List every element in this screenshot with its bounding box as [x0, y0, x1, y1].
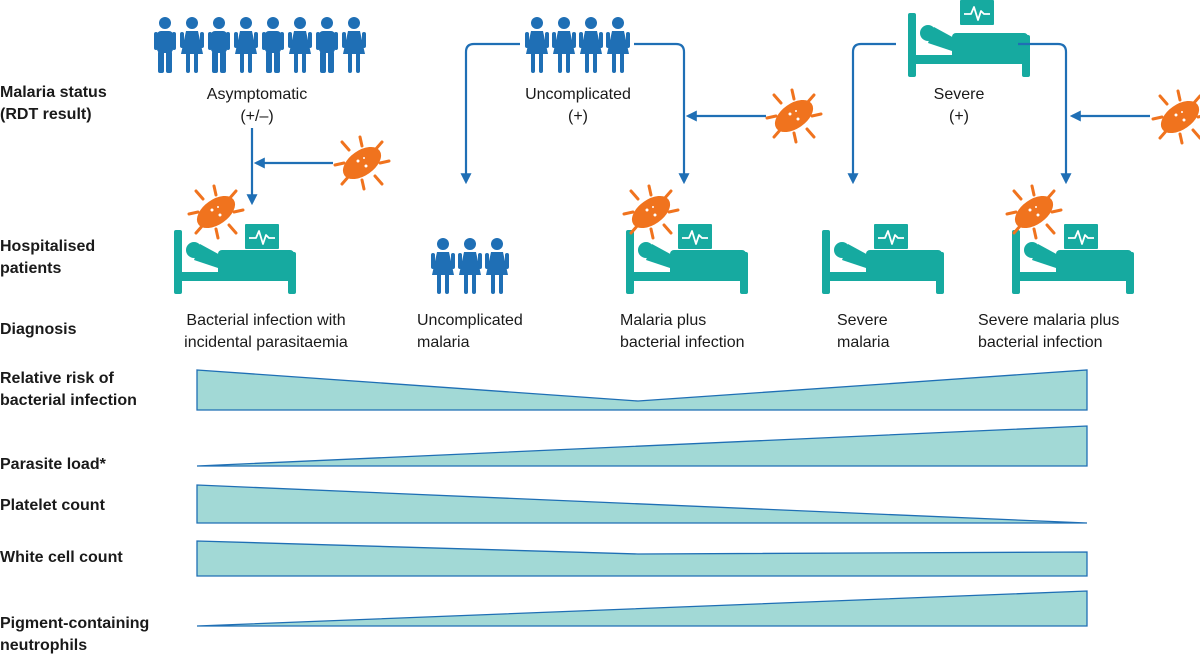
status-uncomplicated-rdt: (+): [568, 108, 588, 125]
diagnosis-line2: bacterial infection: [978, 334, 1103, 351]
bacterium-icon-uncomplicated-arrow: [765, 88, 823, 144]
diagnosis-severe-plus-bacterial: Severe malaria plus bacterial infection: [960, 310, 1178, 354]
wedge-pigment-neutrophils: [196, 590, 1088, 627]
bacterium-icon-asymptomatic-arrow: [333, 135, 391, 191]
bacterium-icon-severe-arrow: [1151, 89, 1200, 145]
diagnosis-bacterial-incidental: Bacterial infection with incidental para…: [146, 310, 386, 354]
wedge-parasite-load: [196, 425, 1088, 467]
status-severe: Severe (+): [849, 84, 1069, 128]
bacterium-icon-bacterial-incidental: [187, 184, 245, 240]
row-label-relative-risk-line1: Relative risk of: [0, 370, 114, 387]
diagnosis-line2: bacterial infection: [620, 334, 745, 351]
row-label-relative-risk-line2: bacterial infection: [0, 392, 137, 409]
wedge-platelet-count: [196, 484, 1088, 524]
status-asymptomatic: Asymptomatic (+/–): [147, 84, 367, 128]
status-asymptomatic-rdt: (+/–): [240, 108, 274, 125]
monitor-icon-malaria-plus-bacterial: [677, 223, 713, 250]
status-severe-label: Severe: [933, 86, 985, 103]
monitor-icon-severe-malaria: [873, 223, 909, 250]
status-asymptomatic-label: Asymptomatic: [206, 86, 308, 103]
diagnosis-uncomplicated-malaria: Uncomplicated malaria: [395, 310, 577, 354]
wedge-white-cell-count: [196, 540, 1088, 577]
row-label-malaria-status-line2: (RDT result): [0, 106, 92, 123]
diagnosis-line2: malaria: [837, 334, 890, 351]
uncomplicated-people-icon: [525, 17, 630, 73]
diagnosis-line2: malaria: [417, 334, 470, 351]
bacterium-icon-severe-plus-bacterial: [1005, 184, 1063, 240]
asymptomatic-people-icon: [154, 17, 366, 73]
bacterium-icon-malaria-plus-bacterial: [622, 184, 680, 240]
row-label-hospitalised: Hospitalised patients: [0, 236, 95, 280]
row-label-pigment-line1: Pigment-containing: [0, 615, 150, 632]
row-label-hospitalised-line1: Hospitalised: [0, 238, 96, 255]
arrow-severe-right: [1018, 42, 1072, 185]
row-label-relative-risk: Relative risk of bacterial infection: [0, 368, 137, 412]
status-uncomplicated: Uncomplicated (+): [468, 84, 688, 128]
row-label-diagnosis: Diagnosis: [0, 321, 77, 338]
row-label-malaria-status-line1: Malaria status: [0, 84, 107, 101]
row-label-pigment-line2: neutrophils: [0, 637, 88, 654]
row-label-hospitalised-line2: patients: [0, 260, 62, 277]
uncomplicated-outpatient-people-icon: [431, 238, 509, 294]
arrow-severe-left: [847, 42, 896, 185]
diagnosis-line2: incidental parasitaemia: [184, 334, 348, 351]
row-label-malaria-status: Malaria status (RDT result): [0, 82, 107, 126]
diagnosis-line1: Uncomplicated: [417, 312, 523, 329]
arrow-uncomplicated-right: [634, 42, 690, 185]
wedge-relative-risk: [196, 369, 1088, 411]
diagnosis-severe-malaria: Severe malaria: [800, 310, 977, 354]
row-label-parasite-load: Parasite load*: [0, 456, 106, 473]
diagnosis-line1: Malaria plus: [620, 312, 707, 329]
status-uncomplicated-label: Uncomplicated: [525, 86, 631, 103]
diagnosis-line1: Bacterial infection with: [186, 312, 346, 329]
monitor-icon-severe-plus-bacterial: [1063, 223, 1099, 250]
row-label-pigment-neutrophils: Pigment-containing neutrophils: [0, 613, 149, 657]
diagnosis-line1: Severe: [837, 312, 888, 329]
diagnosis-line1: Severe malaria plus: [978, 312, 1120, 329]
arrow-uncomplicated-left: [460, 42, 520, 185]
row-label-platelet-count: Platelet count: [0, 497, 105, 514]
severe-status-monitor-icon: [959, 0, 995, 26]
monitor-icon-bacterial-incidental: [244, 223, 280, 250]
row-label-white-cell-count: White cell count: [0, 549, 123, 566]
status-severe-rdt: (+): [949, 108, 969, 125]
diagnosis-malaria-plus-bacterial: Malaria plus bacterial infection: [590, 310, 820, 354]
